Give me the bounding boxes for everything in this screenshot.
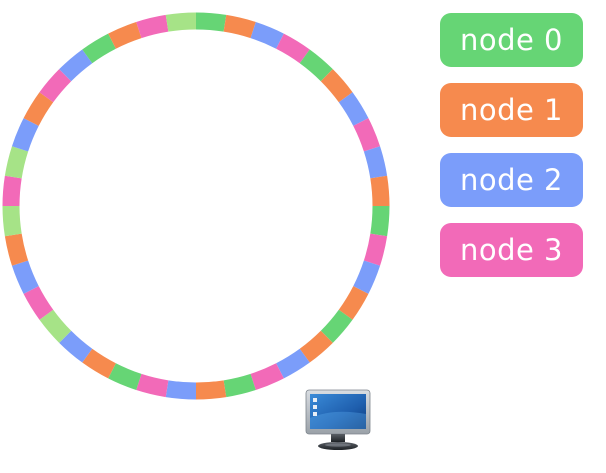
ring-segment-node-1: [23, 92, 54, 126]
ring-segment-node-1: [108, 21, 142, 49]
ring-segment-node-1: [299, 330, 333, 363]
ring-segment-node-0: [165, 12, 197, 32]
ring-segment-node-2: [11, 118, 39, 152]
ring-segment-node-0: [108, 363, 142, 391]
ring-segment-node-0: [320, 309, 353, 343]
ring-segment-node-3: [136, 14, 169, 39]
ring-segment-node-2: [59, 330, 93, 363]
ring-segment-node-3: [23, 286, 54, 320]
node-legend: node 0 node 1 node 2 node 3: [440, 13, 583, 293]
ring-segment-node-0: [299, 49, 333, 82]
computer-monitor-icon[interactable]: [303, 388, 373, 454]
node-1-button[interactable]: node 1: [440, 83, 583, 137]
ring-segment-node-2: [165, 380, 197, 400]
ring-segment-node-2: [353, 260, 381, 294]
ring-segment-node-2: [363, 146, 388, 179]
ring-segment-node-2: [338, 92, 369, 126]
node-2-button[interactable]: node 2: [440, 153, 583, 207]
ring-segment-node-1: [338, 286, 369, 320]
ring-segment-node-3: [250, 363, 284, 391]
ring-segment-node-2: [276, 348, 310, 379]
ring-segment-node-3: [136, 373, 169, 398]
ring-segment-node-2: [59, 49, 93, 82]
ring-segment-node-1: [370, 175, 390, 207]
ring-segment-node-0: [2, 205, 22, 237]
node-3-button[interactable]: node 3: [440, 223, 583, 277]
ring-segment-node-2: [250, 21, 284, 49]
ring-segment-node-3: [353, 118, 381, 152]
ring-segment-node-1: [82, 348, 116, 379]
ring-segment-node-1: [223, 14, 256, 39]
ring-segment-node-1: [320, 69, 353, 103]
ring-segment-node-3: [276, 33, 310, 64]
ring-segment-node-0: [370, 205, 390, 237]
ring-segment-node-2: [11, 260, 39, 294]
ring-segment-node-0: [4, 146, 29, 179]
ring-segment-node-1: [4, 233, 29, 266]
ring-segment-node-1: [195, 380, 227, 400]
ring-segment-node-0: [82, 33, 116, 64]
node-0-button[interactable]: node 0: [440, 13, 583, 67]
ring-segment-node-3: [363, 233, 388, 266]
ring-segment-node-3: [2, 175, 22, 207]
ring-segment-node-0: [39, 309, 72, 343]
ring-segment-node-3: [39, 69, 72, 103]
ring-segment-node-0: [195, 12, 227, 32]
ring-segment-node-0: [223, 373, 256, 398]
ring-segments: [2, 12, 390, 400]
